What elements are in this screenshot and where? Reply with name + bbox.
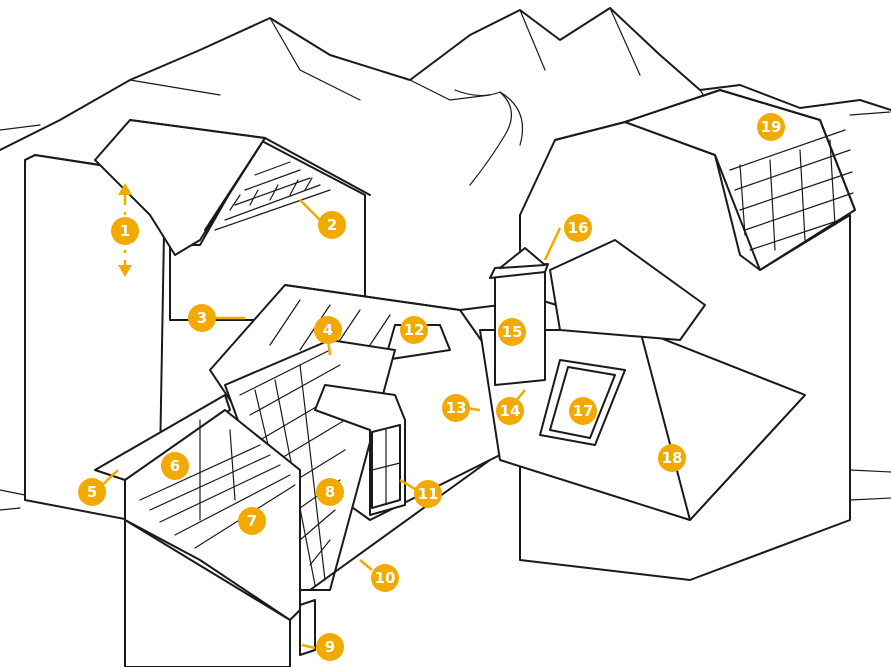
callout-badge-16: 16 [564,214,592,242]
callout-number: 7 [247,512,257,530]
callout-badge-18: 18 [658,444,686,472]
callout-badge-9: 9 [316,633,344,661]
callout-number: 18 [662,449,683,467]
callout-badge-2: 2 [318,211,346,239]
callout-badge-11: 11 [414,480,442,508]
callout-badge-8: 8 [316,478,344,506]
callout-number: 16 [568,219,589,237]
callout-number: 11 [418,485,439,503]
callout-number: 15 [502,323,523,341]
callout-number: 13 [446,399,467,417]
callout-number: 10 [375,569,396,587]
callout-number: 17 [573,402,594,420]
callout-badge-14: 14 [496,397,524,425]
callout-number: 5 [87,483,97,501]
callout-badge-4: 4 [314,316,342,344]
callout-number: 14 [500,402,521,420]
callout-badge-17: 17 [569,397,597,425]
callout-number: 19 [761,118,782,136]
callout-badge-5: 5 [78,478,106,506]
callout-number: 4 [323,321,333,339]
callout-badge-19: 19 [757,113,785,141]
callout-number: 3 [197,309,207,327]
chimney [490,248,548,385]
callout-badge-1: 1 [111,217,139,245]
callout-badge-7: 7 [238,507,266,535]
callout-number: 1 [120,222,130,240]
callout-badge-15: 15 [498,318,526,346]
callout-number: 2 [327,216,337,234]
callout-badge-10: 10 [371,564,399,592]
callout-number: 12 [404,321,425,339]
callout-badge-12: 12 [400,316,428,344]
callout-badge-6: 6 [161,452,189,480]
callout-badge-13: 13 [442,394,470,422]
callout-badge-3: 3 [188,304,216,332]
callout-number: 6 [170,457,180,475]
callout-number: 9 [325,638,335,656]
callout-number: 8 [325,483,335,501]
